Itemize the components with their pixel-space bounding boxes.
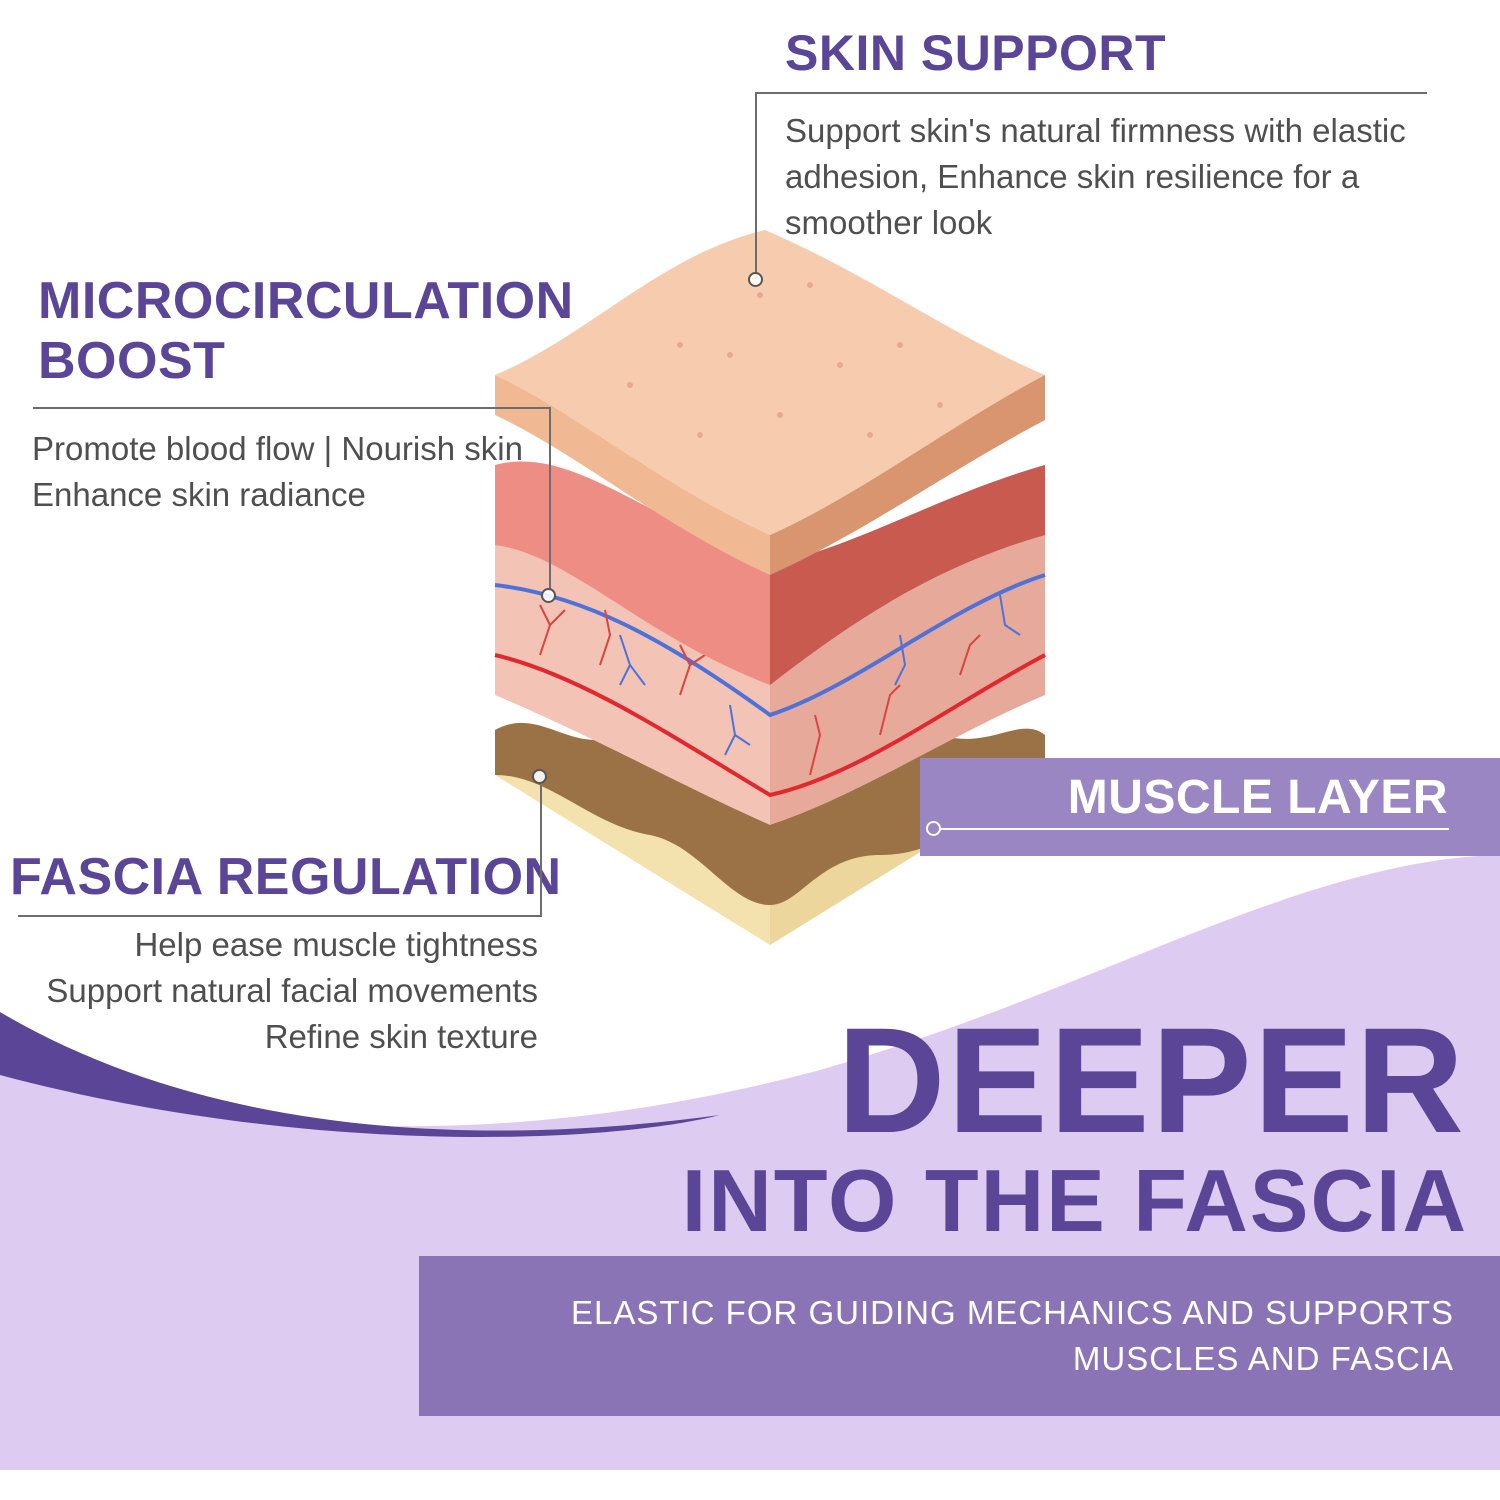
fascia-regulation-text-line-2: Support natural facial movements bbox=[46, 972, 538, 1009]
microcirculation-title-line-2: BOOST bbox=[38, 331, 226, 390]
skin-front-right bbox=[770, 375, 1045, 575]
bottom-banner-line-2: MUSCLES AND FASCIA bbox=[1072, 1340, 1454, 1377]
microcirculation-leader-line bbox=[33, 407, 551, 591]
skin-support-title: SKIN SUPPORT bbox=[785, 25, 1167, 81]
skin-support-text-line-2: adhesion, Enhance skin resilience for a bbox=[785, 158, 1360, 195]
fascia-regulation-title: FASCIA REGULATION bbox=[10, 848, 562, 906]
skin-support-pointer-dot bbox=[748, 272, 763, 287]
skin-support-leader-line bbox=[755, 92, 1427, 279]
fascia-regulation-text: Help ease muscle tightness Support natur… bbox=[18, 922, 538, 1060]
skin-front-left bbox=[495, 375, 770, 575]
headline-into-the-fascia: INTO THE FASCIA bbox=[681, 1151, 1468, 1250]
artery-line bbox=[494, 653, 1046, 798]
muscle-layer-tag bbox=[920, 758, 1500, 856]
bottom-banner-line-1: ELASTIC FOR GUIDING MECHANICS AND SUPPOR… bbox=[570, 1294, 1454, 1331]
skin-support-text-line-3: smoother look bbox=[785, 204, 993, 241]
skin-layers-illustration bbox=[494, 230, 1046, 945]
microcirculation-pointer-dot bbox=[541, 588, 556, 603]
fascia-regulation-pointer-dot bbox=[532, 769, 547, 784]
skin-support-text: Support skin's natural firmness with ela… bbox=[785, 108, 1406, 246]
fascia-regulation-text-line-3: Refine skin texture bbox=[264, 1018, 538, 1055]
skin-support-text-line-1: Support skin's natural firmness with ela… bbox=[785, 112, 1406, 149]
muscle-layer-pointer-dot bbox=[926, 821, 941, 836]
bottom-banner-text: ELASTIC FOR GUIDING MECHANICS AND SUPPOR… bbox=[430, 1290, 1454, 1382]
microcirculation-title-line-1: MICROCIRCULATION bbox=[38, 272, 574, 330]
muscle-layer-leader-line bbox=[935, 828, 1449, 830]
red-tissue-side bbox=[770, 465, 1045, 685]
muscle-layer-label: MUSCLE LAYER bbox=[1067, 771, 1448, 824]
microcirculation-title: MICROCIRCULATION BOOST bbox=[38, 272, 574, 392]
bottom-banner bbox=[419, 1256, 1500, 1416]
microcirculation-text: Promote blood flow | Nourish skin Enhanc… bbox=[32, 426, 523, 518]
vein-line bbox=[494, 573, 1046, 718]
microcirculation-text-line-1: Promote blood flow | Nourish skin bbox=[32, 430, 523, 467]
microcirculation-text-line-2: Enhance skin radiance bbox=[32, 476, 366, 513]
fascia-regulation-leader-line bbox=[18, 785, 542, 917]
skin-top-surface bbox=[495, 230, 1045, 535]
fascia-regulation-text-line-1: Help ease muscle tightness bbox=[134, 926, 538, 963]
headline-deeper: DEEPER bbox=[837, 996, 1466, 1164]
